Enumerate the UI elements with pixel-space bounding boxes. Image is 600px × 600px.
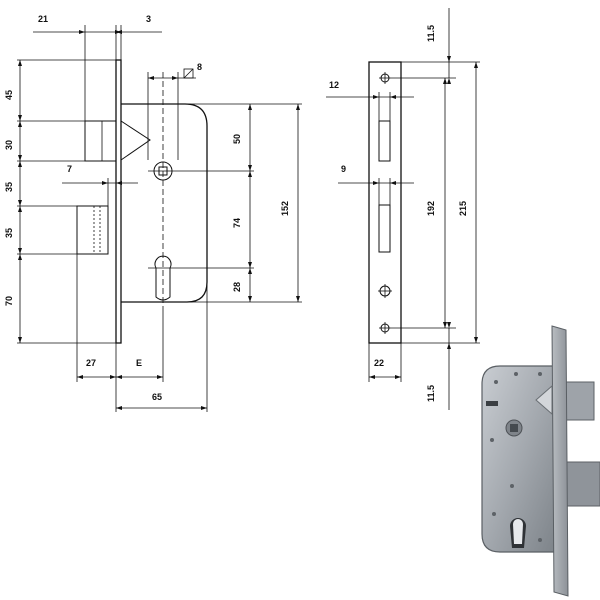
dim-label-215: 215 bbox=[458, 201, 468, 216]
dim-label-35a: 35 bbox=[4, 182, 14, 192]
dim-label-152: 152 bbox=[280, 201, 290, 216]
latch-opening bbox=[378, 120, 391, 162]
front-dimensions bbox=[17, 25, 302, 412]
dim-label-7: 7 bbox=[67, 164, 72, 174]
latch-bolt-head bbox=[120, 120, 151, 161]
dim-label-70: 70 bbox=[4, 296, 14, 306]
lock-case-outline bbox=[121, 103, 208, 303]
dead-bolt-body bbox=[76, 205, 109, 255]
cylinder-hole bbox=[154, 255, 172, 301]
dim-label-65: 65 bbox=[152, 392, 162, 402]
dim-label-74: 74 bbox=[232, 218, 242, 228]
latch-bolt-body bbox=[84, 120, 117, 162]
dim-label-E: E bbox=[136, 358, 142, 368]
dim-label-27: 27 bbox=[86, 358, 96, 368]
dim-label-top-21: 21 bbox=[38, 14, 48, 24]
dim-label-11-5-top: 11.5 bbox=[426, 25, 436, 42]
dim-label-35b: 35 bbox=[4, 228, 14, 238]
dim-label-8: 8 bbox=[197, 62, 202, 72]
dim-label-28: 28 bbox=[232, 282, 242, 292]
faceplate-front-outline bbox=[368, 61, 402, 344]
bolt-opening bbox=[378, 204, 391, 253]
dim-label-30: 30 bbox=[4, 140, 14, 150]
faceplate-dimensions bbox=[326, 8, 480, 410]
dim-label-top-3: 3 bbox=[146, 14, 151, 24]
dim-label-50: 50 bbox=[232, 134, 242, 144]
front-view bbox=[76, 59, 208, 344]
dim-label-9: 9 bbox=[341, 164, 346, 174]
lock-product-image bbox=[481, 325, 600, 597]
dim-label-22: 22 bbox=[374, 358, 384, 368]
dim-label-12: 12 bbox=[329, 80, 339, 90]
dim-label-11-5-bottom: 11.5 bbox=[426, 385, 436, 402]
dim-label-45: 45 bbox=[4, 90, 14, 100]
faceplate-outline bbox=[115, 59, 122, 344]
dim-label-192: 192 bbox=[426, 201, 436, 216]
dimension-labels: 21 3 45 30 35 35 70 7 8 50 74 28 152 27 … bbox=[4, 14, 468, 402]
faceplate-view bbox=[368, 61, 402, 344]
